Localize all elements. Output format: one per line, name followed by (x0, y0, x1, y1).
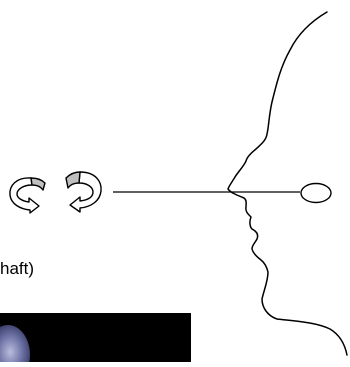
rotation-arrow-left-icon (9, 177, 46, 214)
caption-text: haft) (0, 259, 35, 278)
photo-highlight (0, 325, 30, 362)
rotation-arrow-right-icon (65, 171, 102, 213)
target-ellipse-icon (300, 182, 332, 204)
head-profile-outline (227, 11, 348, 356)
photo-thumbnail (0, 313, 191, 362)
